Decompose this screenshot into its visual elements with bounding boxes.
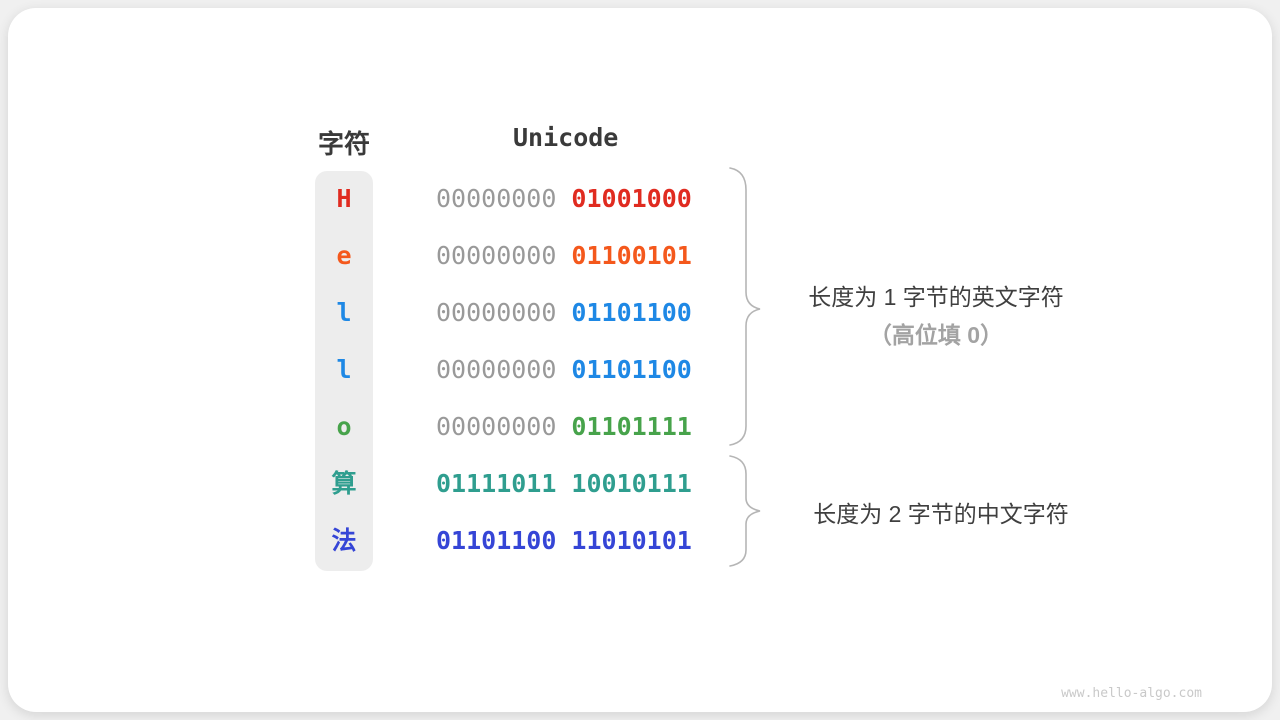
- byte-low: 01100101: [571, 241, 692, 270]
- byte-low: 01101111: [571, 412, 692, 441]
- byte-high: 00000000: [436, 184, 557, 213]
- table-row: H 00000000 01001000: [8, 182, 1280, 216]
- binary-value: 01111011 10010111: [436, 467, 692, 501]
- byte-low: 10010111: [571, 469, 692, 498]
- byte-high: 00000000: [436, 412, 557, 441]
- byte-low: 01101100: [571, 355, 692, 384]
- table-row: 算 01111011 10010111: [8, 467, 1280, 501]
- table-row: l 00000000 01101100: [8, 353, 1280, 387]
- diagram-card: 字符 Unicode H 00000000 01001000 e 00000000…: [8, 8, 1272, 712]
- website-watermark: www.hello-algo.com: [1061, 686, 1202, 701]
- binary-value: 00000000 01100101: [436, 239, 692, 273]
- annotation-high-bits-zero: （高位填 0）: [868, 322, 1004, 348]
- char-cell: e: [336, 241, 352, 270]
- table-row: l 00000000 01101100: [8, 296, 1280, 330]
- binary-value: 01101100 11010101: [436, 524, 692, 558]
- column-header-unicode: Unicode: [513, 123, 619, 152]
- char-cell: 算: [331, 470, 357, 498]
- brace-2byte-group: [729, 455, 761, 567]
- table-row: 法 01101100 11010101: [8, 524, 1280, 558]
- byte-low: 01001000: [571, 184, 692, 213]
- byte-high: 01101100: [436, 526, 557, 555]
- binary-value: 00000000 01001000: [436, 182, 692, 216]
- binary-value: 00000000 01101111: [436, 410, 692, 444]
- char-cell: l: [336, 298, 352, 327]
- table-row: e 00000000 01100101: [8, 239, 1280, 273]
- character-column-strip: [315, 171, 373, 571]
- byte-high: 00000000: [436, 241, 557, 270]
- annotation-english-chars: 长度为 1 字节的英文字符: [808, 284, 1064, 310]
- byte-high: 01111011: [436, 469, 557, 498]
- binary-value: 00000000 01101100: [436, 353, 692, 387]
- byte-high: 00000000: [436, 298, 557, 327]
- column-header-char: 字符: [317, 129, 370, 159]
- brace-1byte-group: [729, 167, 761, 446]
- binary-value: 00000000 01101100: [436, 296, 692, 330]
- byte-low: 11010101: [571, 526, 692, 555]
- char-cell: 法: [331, 527, 357, 555]
- annotation-chinese-chars: 长度为 2 字节的中文字符: [813, 501, 1069, 527]
- table-row: o 00000000 01101111: [8, 410, 1280, 444]
- char-cell: H: [336, 184, 352, 213]
- char-cell: l: [336, 355, 352, 384]
- byte-low: 01101100: [571, 298, 692, 327]
- char-cell: o: [336, 412, 352, 441]
- group-braces: [729, 167, 761, 567]
- byte-high: 00000000: [436, 355, 557, 384]
